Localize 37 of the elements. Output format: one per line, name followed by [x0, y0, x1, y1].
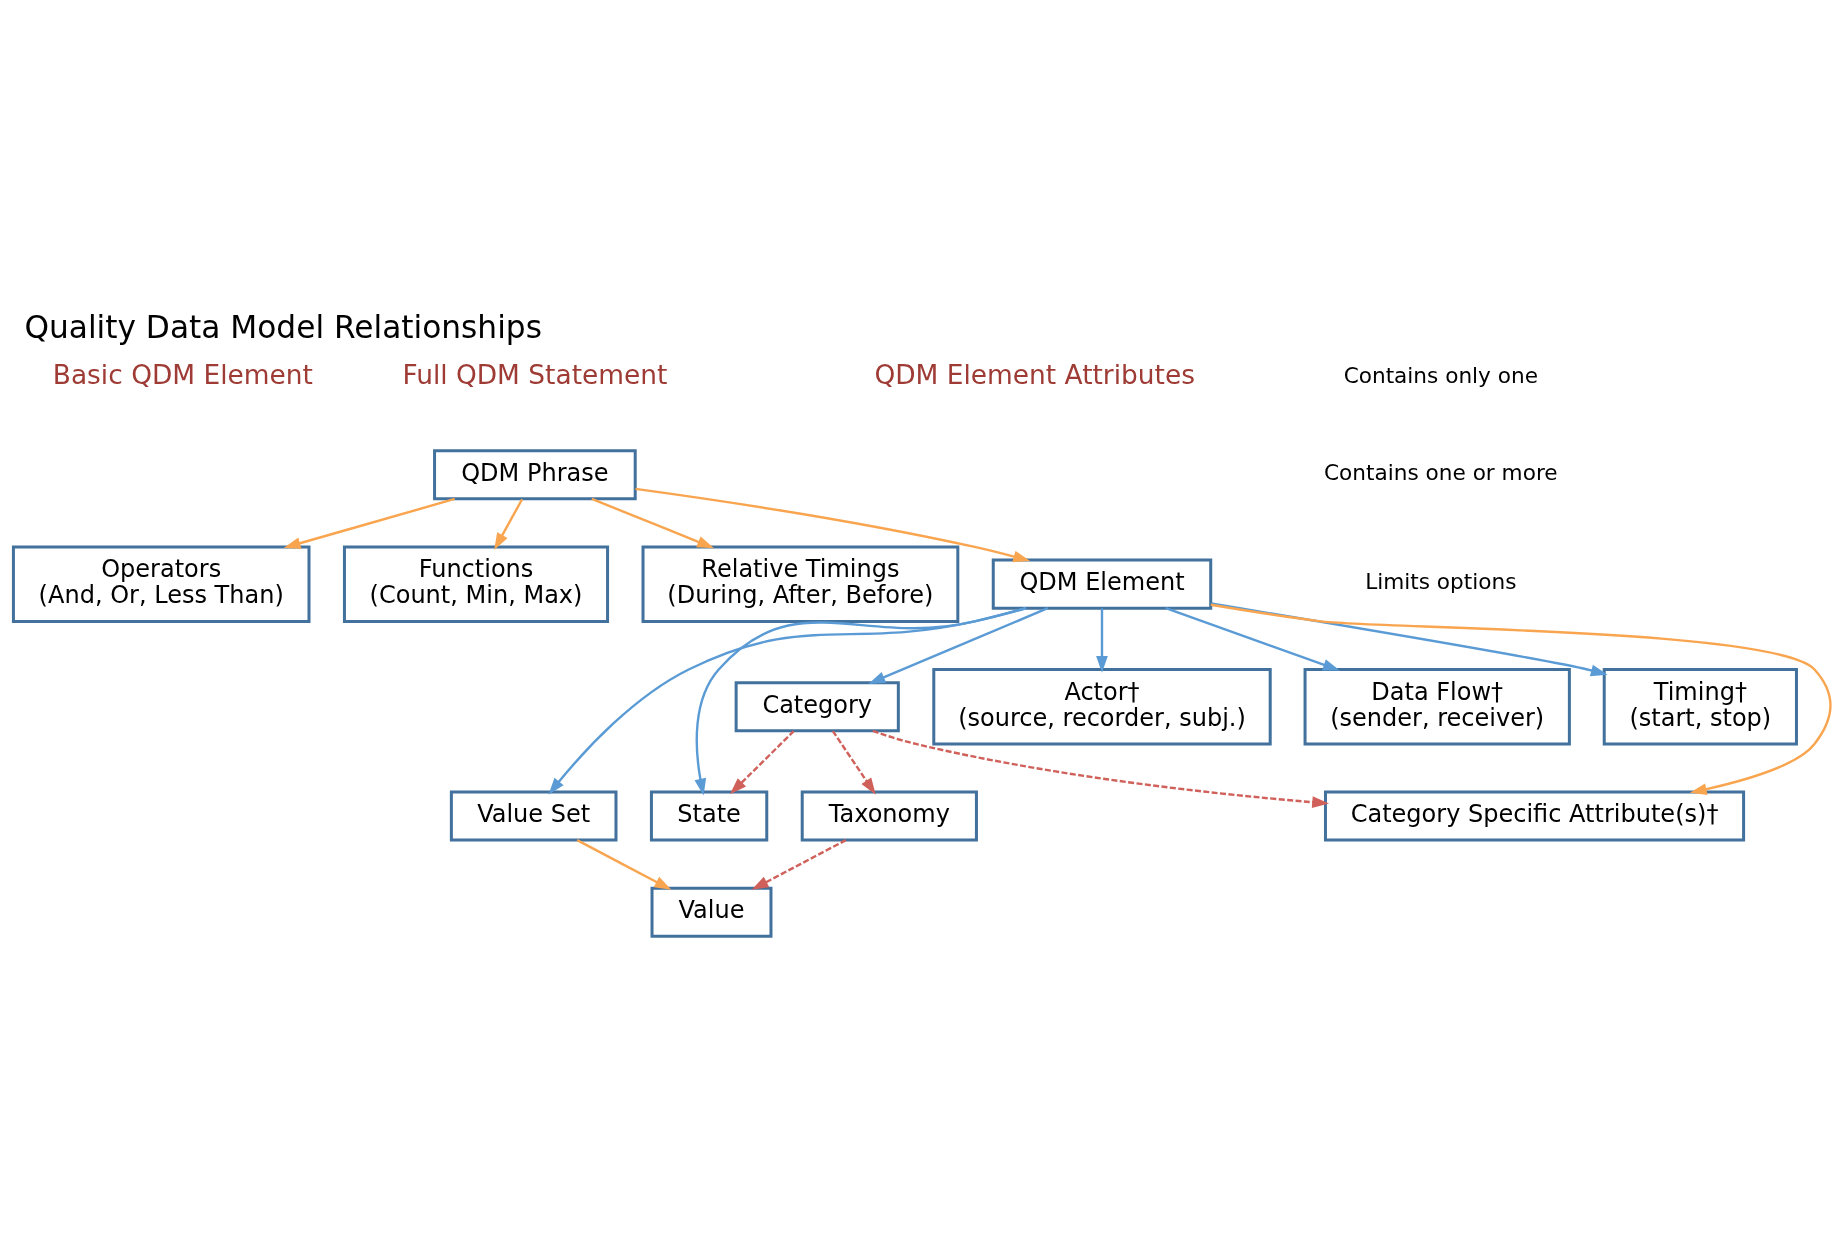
label: QDM Element Attributes	[874, 358, 1195, 390]
node-box: QDM Phrase	[433, 448, 637, 500]
arrow	[283, 497, 456, 549]
arrow	[494, 498, 524, 550]
node-box: Data Flow† (sender, receiver)	[1303, 667, 1571, 745]
arrow	[591, 497, 714, 548]
node-box: Relative Timings (During, After, Before)	[641, 544, 960, 623]
node-box: Operators (And, Or, Less Than)	[11, 544, 311, 623]
arrow	[751, 838, 847, 890]
arrow	[1211, 601, 1608, 676]
node-box: Actor† (source, recorder, subj.)	[932, 667, 1272, 745]
arrow	[872, 729, 1330, 808]
node-box: State	[649, 790, 769, 842]
node-box: Value	[650, 886, 773, 938]
node-box: Category Specific Attribute(s)†	[1323, 790, 1746, 842]
node-box: Timing† (start, stop)	[1602, 667, 1798, 745]
arrow	[1096, 608, 1108, 673]
arrow	[548, 606, 1027, 795]
legend-label: Contains one or more	[1324, 459, 1558, 485]
arrow	[831, 729, 876, 795]
legend-label: Contains only one	[1343, 362, 1538, 388]
node-box: Functions (Count, Min, Max)	[342, 544, 610, 623]
arrow	[576, 838, 672, 890]
node-box: Category	[734, 680, 900, 732]
arrow	[1210, 603, 1832, 795]
node-box: Value Set	[449, 790, 618, 842]
diagram-title: Quality Data Model Relationships	[24, 308, 542, 345]
arrow	[635, 487, 1031, 562]
node-box: QDM Element	[991, 558, 1213, 610]
label: Full QDM Statement	[402, 358, 668, 390]
arrow	[694, 606, 1026, 795]
label: Basic QDM Element	[52, 358, 313, 390]
arrow	[729, 729, 795, 794]
arrow	[868, 606, 1049, 684]
node-box: Taxonomy	[800, 790, 978, 842]
arrow	[1165, 606, 1340, 671]
legend-label: Limits options	[1365, 568, 1517, 594]
